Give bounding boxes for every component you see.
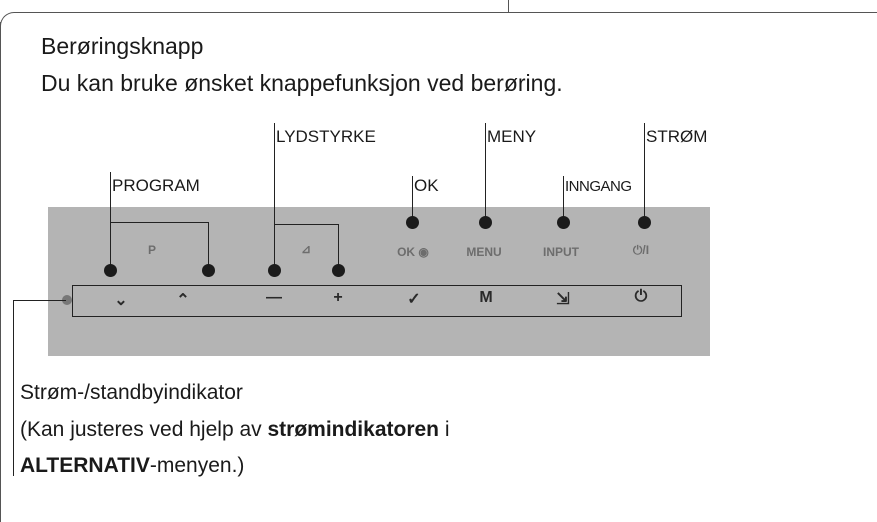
menu-button[interactable]: M <box>479 289 493 306</box>
panel-print-menu: MENU <box>466 245 502 259</box>
program-leader-bar <box>110 222 209 223</box>
program-leader-right <box>208 222 209 270</box>
note-suffix: i <box>439 418 450 441</box>
program-leader-stem <box>110 172 111 270</box>
label-volume: LYDSTYRKE <box>276 127 376 146</box>
menu-dot <box>479 216 492 229</box>
panel-print-power: ⏻/Ι <box>632 243 650 257</box>
label-menu: MENY <box>487 127 537 146</box>
indicator-note-line2: ALTERNATIV-menyen.) <box>20 454 244 478</box>
note-prefix: (Kan justeres ved hjelp av <box>20 418 268 441</box>
volume-leader-right <box>338 224 339 270</box>
note2-suffix: -menyen.) <box>149 454 245 477</box>
program-down-button[interactable]: ⌄ <box>114 292 128 309</box>
label-program: PROGRAM <box>112 176 200 195</box>
note-bold-term: strømindikatoren <box>267 418 439 441</box>
volume-leader-bar <box>274 224 339 225</box>
frame-corner <box>0 12 23 35</box>
ok-button[interactable]: ✓ <box>407 291 421 308</box>
input-leader <box>563 176 564 220</box>
volume-leader-stem <box>274 123 275 270</box>
volume-down-dot <box>268 264 281 277</box>
frame-top-border <box>22 12 877 13</box>
power-dot <box>638 216 651 229</box>
panel-print-ok: OK ◉ <box>397 245 429 259</box>
volume-up-dot <box>332 264 345 277</box>
label-ok: OK <box>414 176 439 195</box>
program-up-dot <box>202 264 215 277</box>
note2-bold-term: ALTERNATIV <box>20 454 150 477</box>
input-dot <box>557 216 570 229</box>
ok-leader <box>412 176 413 220</box>
volume-down-button[interactable]: — <box>266 289 282 306</box>
panel-print-volume-icon: ⊿ <box>300 242 312 256</box>
program-down-dot <box>104 264 117 277</box>
program-up-button[interactable]: ⌃ <box>176 292 190 309</box>
indicator-leader-horizontal <box>13 300 66 301</box>
panel-print-input: INPUT <box>543 245 579 259</box>
label-input: INNGANG <box>565 178 632 195</box>
label-power: STRØM <box>646 127 708 146</box>
panel-print-p: P <box>147 243 157 257</box>
touch-button-strip <box>72 285 682 317</box>
power-button[interactable]: ⏻ <box>634 288 648 305</box>
section-heading: Berøringsknapp <box>41 33 204 59</box>
frame-top-tick <box>508 0 509 12</box>
frame-left-border <box>0 22 1 522</box>
volume-up-button[interactable]: + <box>333 289 343 306</box>
menu-leader <box>485 123 486 220</box>
indicator-note-line1: (Kan justeres ved hjelp av strømindikato… <box>20 418 450 442</box>
indicator-leader-vertical <box>13 300 14 476</box>
indicator-title: Strøm-/standbyindikator <box>20 381 243 404</box>
power-standby-indicator-led <box>62 295 72 305</box>
ok-dot <box>406 216 419 229</box>
section-description: Du kan bruke ønsket knappefunksjon ved b… <box>41 70 563 96</box>
power-leader <box>644 123 645 220</box>
input-button[interactable]: ⇲ <box>556 291 570 308</box>
tv-control-panel <box>48 207 710 356</box>
